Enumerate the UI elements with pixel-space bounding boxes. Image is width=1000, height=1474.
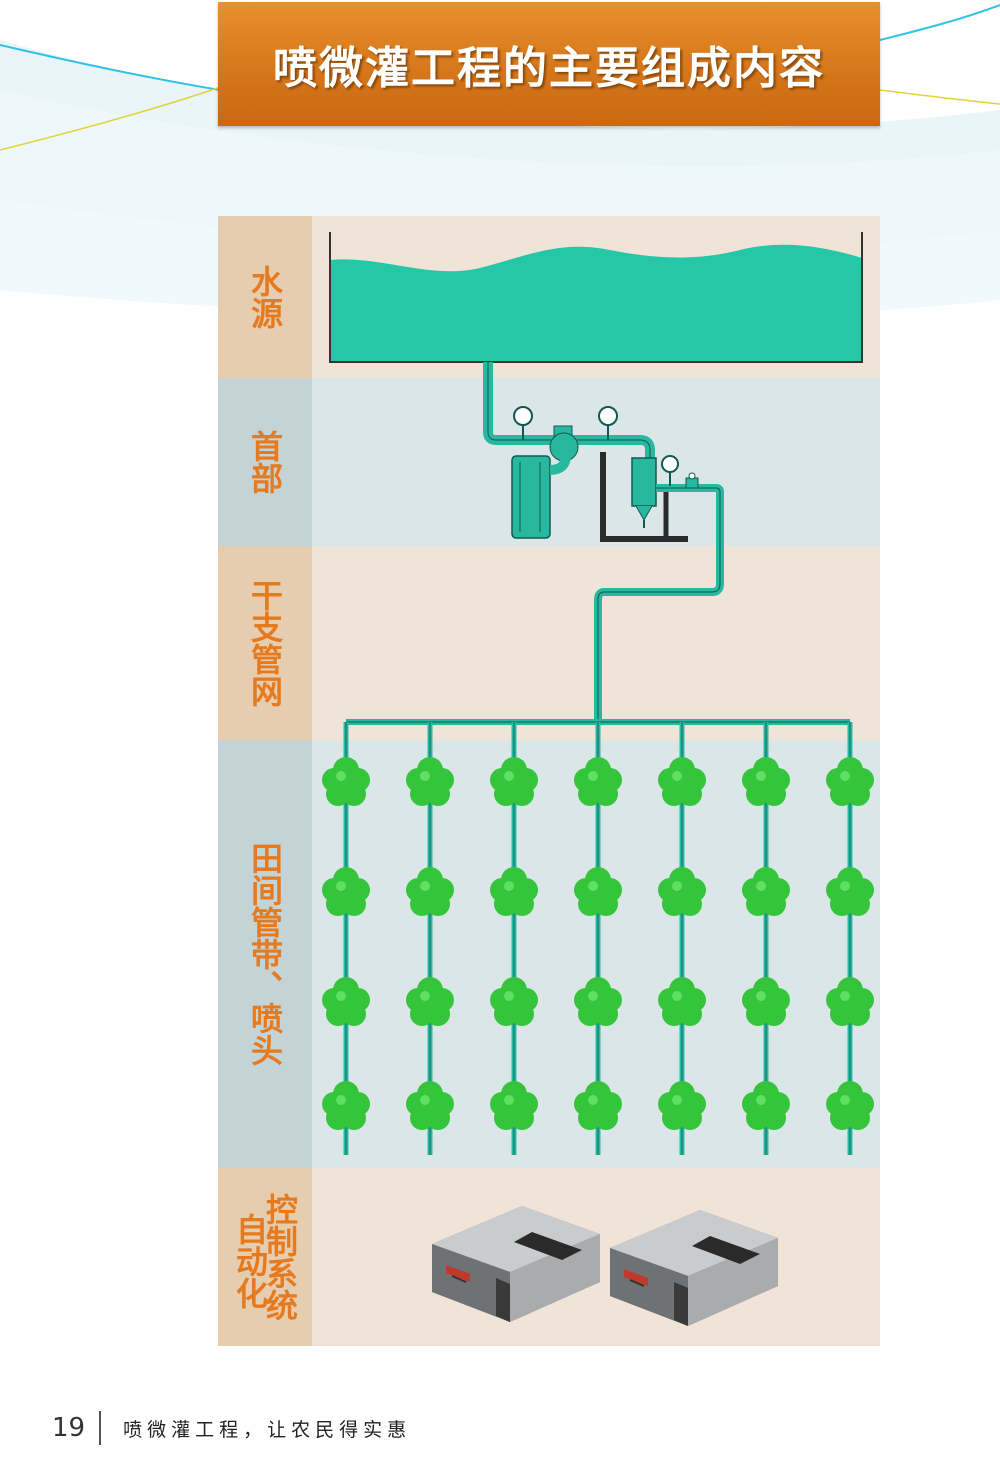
sprinkler-shrub — [574, 1081, 622, 1130]
sprinkler-shrub — [658, 757, 706, 806]
sprinkler-shrub — [322, 977, 370, 1026]
sprinkler-shrub — [574, 977, 622, 1026]
sprinkler-shrub — [490, 977, 538, 1026]
page-number: 19 — [52, 1413, 86, 1443]
sprinkler-shrub — [322, 757, 370, 806]
water-tank — [329, 232, 863, 363]
sprinkler-shrub — [742, 757, 790, 806]
footer-divider — [99, 1411, 102, 1445]
field-pipe-network — [322, 719, 874, 1155]
label-bg-control — [218, 1168, 312, 1346]
sprinkler-shrub — [490, 867, 538, 916]
label-control: 控制系统 自动化 — [218, 1168, 312, 1346]
sprinkler-shrub — [742, 867, 790, 916]
controller-box-1 — [432, 1206, 600, 1322]
sprinkler-shrub — [406, 1081, 454, 1130]
label-bg-head — [218, 378, 312, 546]
label-field: 田间管带、喷头 — [246, 842, 284, 1066]
control-units — [432, 1206, 778, 1326]
sprinkler-shrub — [406, 867, 454, 916]
page-title: 喷微灌工程的主要组成内容 — [273, 43, 825, 94]
label-head: 首部 — [246, 430, 284, 494]
sprinkler-shrub — [658, 977, 706, 1026]
label-water-source: 水源 — [246, 265, 284, 329]
sprinkler-shrub — [826, 977, 874, 1026]
sprinkler-shrub — [826, 1081, 874, 1130]
sprinkler-shrub — [406, 977, 454, 1026]
sprinkler-shrub — [406, 757, 454, 806]
sprinkler-shrub — [322, 867, 370, 916]
sprinkler-shrub — [742, 977, 790, 1026]
sprinkler-shrub — [826, 757, 874, 806]
label-bg-main — [218, 546, 312, 740]
sprinkler-shrub — [490, 757, 538, 806]
footer: 19 喷微灌工程，让农民得实惠 — [52, 1408, 411, 1448]
sprinkler-shrub — [658, 867, 706, 916]
label-bg-field — [218, 740, 312, 1168]
sprinkler-shrub — [658, 1081, 706, 1130]
title-banner: 喷微灌工程的主要组成内容 — [218, 2, 880, 126]
sprinkler-shrub — [490, 1081, 538, 1130]
head-station — [483, 362, 724, 720]
label-control-a: 控制系统 — [261, 1193, 299, 1321]
label-control-b: 自动化 — [231, 1213, 269, 1309]
sprinkler-shrub — [742, 1081, 790, 1130]
sprinkler-shrub — [574, 867, 622, 916]
sprinkler-shrub — [826, 867, 874, 916]
label-main-branch: 干支管网 — [246, 579, 284, 707]
label-bg-water — [218, 216, 312, 378]
footer-caption: 喷微灌工程，让农民得实惠 — [123, 1418, 412, 1441]
sprinkler-shrub — [574, 757, 622, 806]
band-main-branch — [218, 546, 880, 740]
controller-box-2 — [610, 1210, 778, 1326]
sprinkler-shrub — [322, 1081, 370, 1130]
